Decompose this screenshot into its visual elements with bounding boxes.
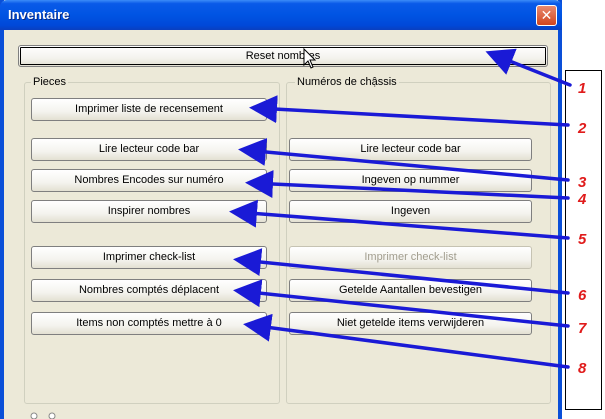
annotation-number-3: 3 xyxy=(578,174,587,191)
inspirer-nombres-button[interactable]: Inspirer nombres xyxy=(31,200,267,223)
nombres-comptes-button[interactable]: Nombres comptés déplacent xyxy=(31,279,267,302)
annotation-number-2: 2 xyxy=(578,120,587,137)
title-bar[interactable]: Inventaire ✕ xyxy=(0,0,562,30)
pieces-group-label: Pieces xyxy=(31,76,69,88)
chassis-group: Numéros de chậssis xyxy=(286,76,551,404)
niet-getelde-items-button[interactable]: Niet getelde items verwijderen xyxy=(289,312,532,335)
ingeven-op-nummer-button[interactable]: Ingeven op nummer xyxy=(289,169,532,192)
window-title: Inventaire xyxy=(8,7,70,22)
annotation-panel xyxy=(565,70,602,410)
annotation-number-5: 5 xyxy=(578,231,587,248)
chassis-group-label: Numéros de chậssis xyxy=(295,76,399,88)
imprimer-liste-recensement-button[interactable]: Imprimer liste de recensement xyxy=(31,98,267,121)
chassis-imprimer-check-list-button[interactable]: Imprimer check-list xyxy=(289,246,532,269)
annotation-number-4: 4 xyxy=(578,191,587,208)
annotation-number-7: 7 xyxy=(578,320,587,337)
reset-nombres-button[interactable]: Reset nombres xyxy=(18,45,548,67)
annotation-number-8: 8 xyxy=(578,360,587,377)
decorative-dots xyxy=(30,412,56,419)
getelde-aantallen-button[interactable]: Getelde Aantallen bevestigen xyxy=(289,279,532,302)
annotation-number-6: 6 xyxy=(578,287,587,304)
close-button[interactable]: ✕ xyxy=(536,5,557,26)
annotation-number-1: 1 xyxy=(578,80,587,97)
pieces-group: Pieces xyxy=(24,76,280,404)
imprimer-check-list-button[interactable]: Imprimer check-list xyxy=(31,246,267,269)
lire-lecteur-code-bar-button[interactable]: Lire lecteur code bar xyxy=(31,138,267,161)
mouse-cursor-icon xyxy=(303,48,317,69)
chassis-lire-lecteur-button[interactable]: Lire lecteur code bar xyxy=(289,138,532,161)
items-non-comptes-button[interactable]: Items non comptés mettre à 0 xyxy=(31,312,267,335)
nombres-encodes-button[interactable]: Nombres Encodes sur numéro xyxy=(31,169,267,192)
ingeven-button[interactable]: Ingeven xyxy=(289,200,532,223)
